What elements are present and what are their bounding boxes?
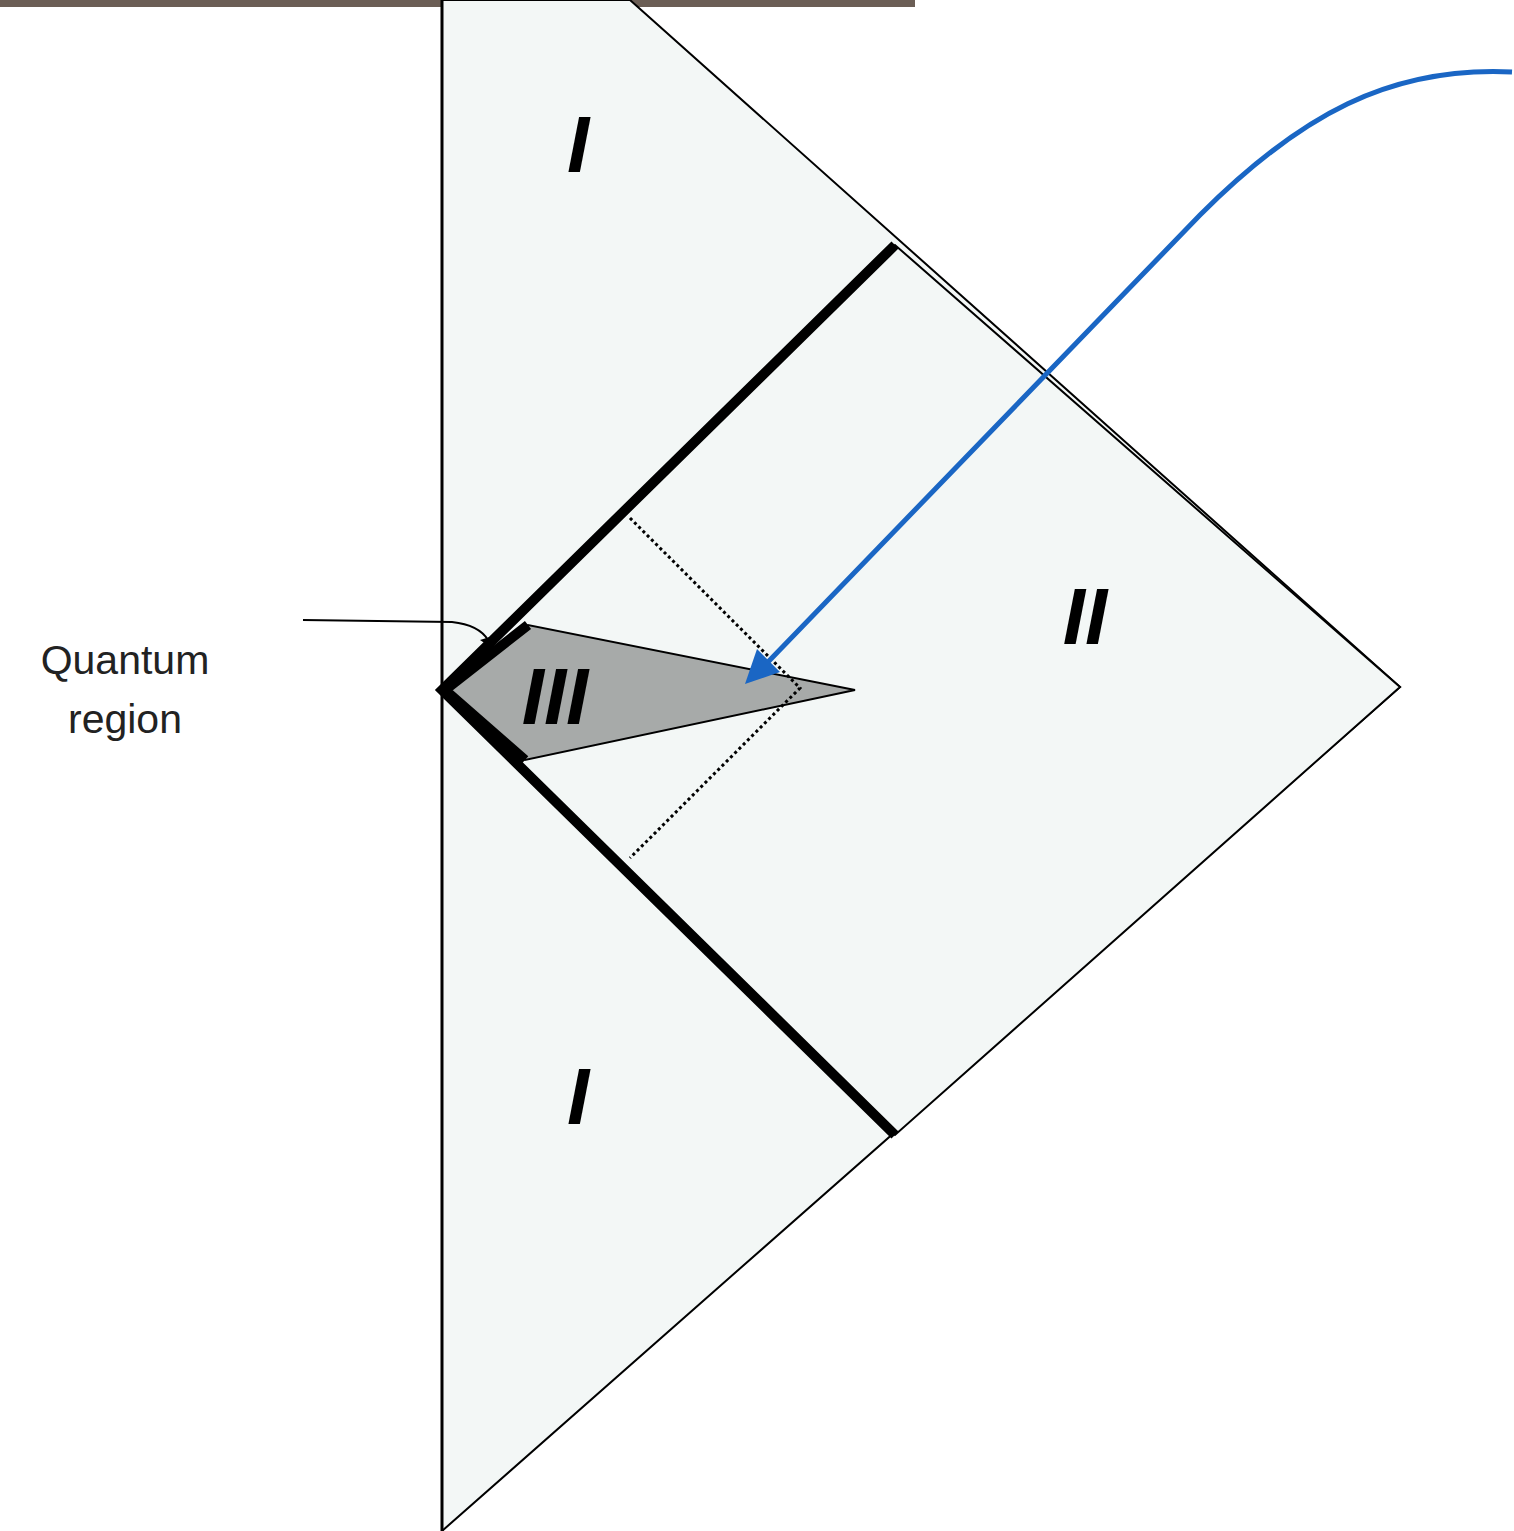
region-label: III xyxy=(522,657,589,737)
annotation: Quantum region xyxy=(25,631,225,750)
leader-line xyxy=(303,620,488,640)
quantum-triangle: III xyxy=(442,622,858,762)
region-label: II xyxy=(1063,577,1107,657)
axis-line xyxy=(441,0,444,1531)
region-label: I xyxy=(567,1057,589,1137)
spacetime-region xyxy=(442,0,1400,1531)
region-diamond: IIIII xyxy=(442,245,1400,1135)
quantum-triangle-outline xyxy=(442,622,858,762)
region-label: I xyxy=(567,105,589,185)
